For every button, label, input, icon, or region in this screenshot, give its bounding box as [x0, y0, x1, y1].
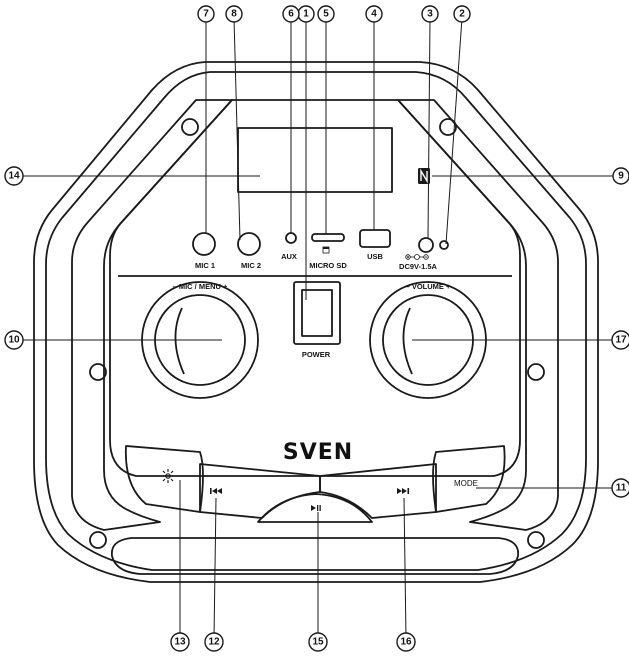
- callout-15: [308, 632, 328, 652]
- callout-3: [421, 5, 439, 23]
- play-pause-icon: [311, 505, 321, 511]
- mode-button: [432, 445, 506, 513]
- callout-9-number: 9: [618, 171, 624, 182]
- callout-6: [282, 5, 300, 23]
- aux-label: AUX: [281, 252, 297, 261]
- callout-17-number: 17: [615, 335, 627, 346]
- power-switch-frame: [293, 281, 341, 345]
- screw-hole: [439, 118, 457, 136]
- callout-3-number: 3: [427, 9, 433, 20]
- outer-body-inner-line: [45, 71, 587, 571]
- callout-1-number: 1: [303, 9, 309, 20]
- mic2-jack: [237, 232, 261, 256]
- light-icon: [161, 469, 175, 483]
- callout-4-number: 4: [371, 9, 377, 20]
- screw-hole: [89, 363, 107, 381]
- outer-body: [33, 61, 599, 583]
- next-icon: [397, 488, 410, 494]
- next-button: [319, 463, 437, 519]
- aux-jack: [285, 232, 297, 244]
- micro-sd-label: MICRO SD: [309, 261, 347, 270]
- mode-label: MODE: [454, 479, 478, 488]
- volume-knob-arc: [402, 307, 413, 375]
- power-switch-rocker: [301, 289, 333, 337]
- callout-6-number: 6: [288, 9, 294, 20]
- callout-lines: [18, 17, 618, 639]
- mic-menu-knob-arc: [174, 307, 185, 375]
- usb-port: [359, 229, 391, 248]
- callout-4: [365, 5, 383, 23]
- callout-11: [611, 478, 629, 498]
- callout-14: [4, 166, 24, 186]
- callout-7: [197, 5, 215, 23]
- callout-17: [611, 330, 629, 350]
- callout-5: [317, 5, 335, 23]
- volume-label: – VOLUME +: [406, 282, 451, 291]
- micro-sd-slot: [311, 233, 345, 242]
- callout-15-number: 15: [312, 637, 324, 648]
- front-panel: [109, 99, 521, 477]
- dc-jack: [418, 237, 434, 253]
- callout-8-number: 8: [231, 9, 237, 20]
- callout-13-number: 13: [174, 637, 186, 648]
- previous-icon: [210, 488, 222, 494]
- led-indicator: [439, 240, 449, 250]
- callout-13: [170, 632, 190, 652]
- screw-hole: [89, 531, 107, 549]
- callout-7-number: 7: [203, 9, 209, 20]
- callout-16: [396, 632, 416, 652]
- callout-10-number: 10: [8, 335, 20, 346]
- mic1-jack: [192, 232, 216, 256]
- callout-14-number: 14: [8, 171, 20, 182]
- mic1-label: MIC 1: [195, 261, 215, 270]
- usb-label: USB: [367, 252, 383, 261]
- mic-menu-label: – MIC / MENU +: [173, 282, 228, 291]
- screw-hole: [181, 118, 199, 136]
- micro-sd-card-icon: [322, 246, 330, 254]
- callout-2-number: 2: [459, 9, 465, 20]
- bottom-foot: [110, 537, 520, 575]
- dc-input-label: DC9V-1.5A: [399, 262, 438, 271]
- callout-16-number: 16: [400, 637, 412, 648]
- callout-12: [204, 632, 224, 652]
- nfc-icon: [418, 168, 430, 184]
- callout-11-number: 11: [616, 483, 627, 494]
- dc-polarity-icon: [405, 254, 429, 260]
- right-frame: [397, 99, 559, 531]
- display-window: [237, 127, 393, 193]
- callout-9: [612, 167, 629, 185]
- callout-5-number: 5: [323, 9, 329, 20]
- screw-hole: [527, 363, 545, 381]
- light-button: [124, 445, 204, 513]
- callout-2: [453, 5, 471, 23]
- callout-12-number: 12: [208, 637, 220, 648]
- play-pause-button: [257, 493, 373, 523]
- brand-logo: SVEN: [283, 440, 353, 465]
- callout-8: [225, 5, 243, 23]
- mic2-label: MIC 2: [241, 261, 261, 270]
- left-frame: [71, 99, 233, 531]
- power-label: POWER: [302, 350, 331, 359]
- callout-10: [4, 330, 24, 350]
- screw-hole: [527, 531, 545, 549]
